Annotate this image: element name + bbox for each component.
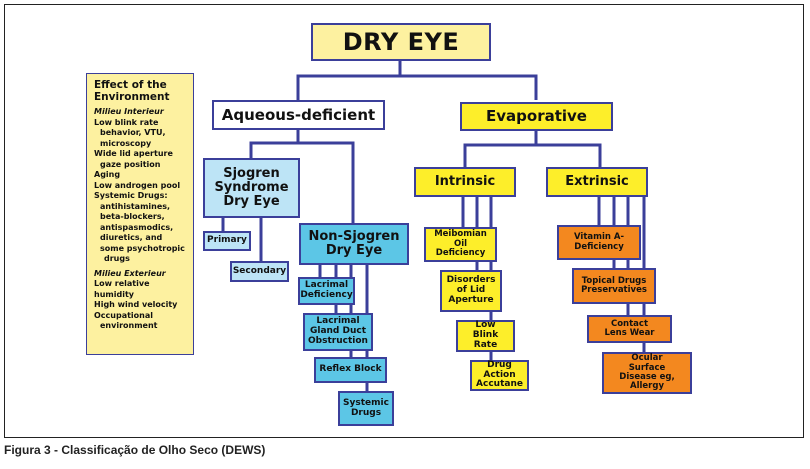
connector-evap-branch [463, 143, 602, 167]
node-drug-action-label: Drug Action Accutane [476, 359, 523, 390]
node-meibomian: Meibomian Oil Deficiency [424, 227, 497, 262]
env-line: antihistamines, [100, 201, 171, 211]
node-lid-aperture-label: Disorders of Lid Aperture [446, 275, 496, 305]
connector-root-branch [296, 74, 538, 100]
env-line: diuretics, and [100, 233, 163, 242]
node-ocular-surface: Ocular Surface Disease eg, Allergy [602, 352, 692, 394]
node-low-blink-rate-label: Low Blink Rate [472, 320, 499, 350]
node-secondary: Secondary [230, 261, 289, 282]
env-line: drugs [104, 254, 130, 263]
node-non-sjogren-label: Non-Sjogren Dry Eye [308, 228, 400, 258]
node-meibomian-label: Meibomian Oil Deficiency [434, 229, 487, 259]
env-line: Wide lid aperture [94, 149, 173, 158]
node-gland-duct-obstruction-label: Lacrimal Gland Duct Obstruction [308, 316, 368, 346]
node-contact-lens: Contact Lens Wear [587, 315, 672, 343]
env-line: microscopy [100, 138, 152, 148]
node-intrinsic: Intrinsic [414, 167, 516, 197]
node-gland-duct-obstruction: Lacrimal Gland Duct Obstruction [303, 313, 373, 351]
node-dry-eye-label: DRY EYE [342, 27, 460, 56]
node-contact-lens-label: Contact Lens Wear [604, 318, 655, 338]
env-line: Low blink rate [94, 117, 159, 127]
node-lacrimal-deficiency-label: Lacrimal Deficiency [300, 280, 353, 300]
node-evaporative-label: Evaporative [486, 107, 587, 126]
environment-title: Effect of the Environment [94, 79, 170, 103]
node-lacrimal-deficiency: Lacrimal Deficiency [298, 277, 355, 305]
connector-aqueous-branch [249, 141, 355, 223]
node-vitamin-a: Vitamin A-Deficiency [557, 225, 641, 260]
node-systemic-drugs-label: Systemic Drugs [343, 397, 389, 418]
milieu-interieur-heading: Milieu Interieur [94, 107, 164, 116]
node-drug-action: Drug Action Accutane [470, 360, 529, 391]
env-line: behavior, VTU, [100, 128, 166, 137]
node-ocular-surface-label: Ocular Surface Disease eg, Allergy [619, 353, 675, 392]
env-line: some psychotropic [100, 243, 185, 253]
env-line: Low relative humidity [94, 279, 150, 299]
node-vitamin-a-label: Vitamin A-Deficiency [573, 232, 625, 252]
env-line: Occupational [94, 310, 154, 320]
node-extrinsic-label: Extrinsic [565, 173, 629, 189]
node-evaporative: Evaporative [460, 102, 613, 131]
env-line: beta-blockers, [100, 212, 165, 221]
node-topical-drugs: Topical Drugs Preservatives [572, 268, 656, 304]
node-extrinsic: Extrinsic [546, 167, 648, 197]
node-systemic-drugs: Systemic Drugs [338, 391, 394, 426]
node-dry-eye: DRY EYE [311, 23, 491, 61]
node-reflex-block: Reflex Block [314, 357, 387, 383]
figure-caption: Figura 3 - Classificação de Olho Seco (D… [4, 443, 266, 457]
node-aqueous-deficient: Aqueous-deficient [212, 100, 385, 130]
env-line: antispasmodics, [100, 222, 174, 232]
node-primary-label: Primary [207, 235, 247, 246]
node-lid-aperture: Disorders of Lid Aperture [440, 270, 502, 312]
env-line: Systemic Drugs: [94, 191, 168, 200]
environment-panel: Effect of the Environment Milieu Interie… [86, 73, 194, 355]
env-line: gaze position [100, 159, 161, 169]
node-non-sjogren: Non-Sjogren Dry Eye [299, 223, 409, 265]
env-line: Low androgen pool [94, 180, 181, 190]
env-line: High wind velocity [94, 300, 178, 309]
node-low-blink-rate: Low Blink Rate [456, 320, 515, 352]
node-sjogren-label: Sjogren Syndrome Dry Eye [214, 165, 289, 210]
node-primary: Primary [203, 231, 251, 251]
node-secondary-label: Secondary [232, 265, 287, 276]
node-intrinsic-label: Intrinsic [434, 173, 496, 189]
env-line: environment [100, 321, 158, 330]
env-line: Aging [94, 170, 121, 179]
node-topical-drugs-label: Topical Drugs Preservatives [581, 275, 647, 295]
node-aqueous-label: Aqueous-deficient [221, 105, 376, 124]
milieu-exterieur-heading: Milieu Exterieur [94, 268, 166, 278]
node-sjogren: Sjogren Syndrome Dry Eye [203, 158, 300, 218]
node-reflex-block-label: Reflex Block [319, 364, 382, 375]
